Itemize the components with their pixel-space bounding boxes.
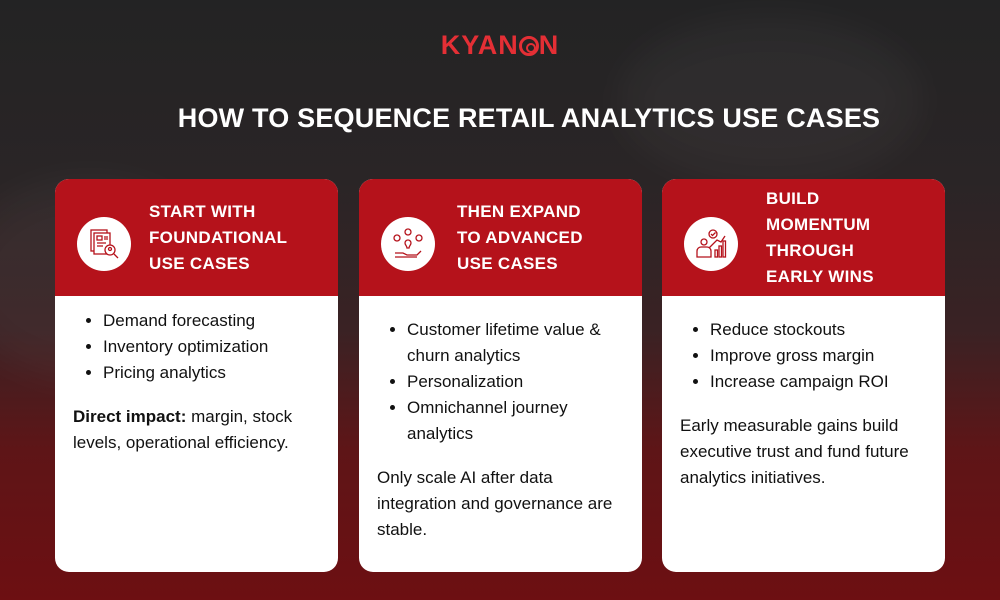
person-growth-chart-icon: [684, 217, 738, 271]
list-item: Customer lifetime value & churn analytic…: [407, 317, 624, 369]
card-foundational: START WITH FOUNDATIONAL USE CASES Demand…: [55, 179, 338, 572]
card-body: Customer lifetime value & churn analytic…: [359, 296, 642, 543]
heading-line: START WITH: [149, 202, 256, 221]
card-note: Only scale AI after data integration and…: [377, 465, 624, 543]
card-advanced: THEN EXPAND TO ADVANCED USE CASES Custom…: [359, 179, 642, 572]
card-header: START WITH FOUNDATIONAL USE CASES: [55, 179, 338, 296]
target-icon: [518, 36, 539, 56]
card-heading: START WITH FOUNDATIONAL USE CASES: [149, 199, 287, 277]
card-header: THEN EXPAND TO ADVANCED USE CASES: [359, 179, 642, 296]
bullet-list: Demand forecasting Inventory optimizatio…: [73, 308, 320, 386]
list-item: Inventory optimization: [103, 334, 320, 360]
background-cloud: [620, 20, 920, 180]
document-search-icon: [77, 217, 131, 271]
list-item: Omnichannel journey analytics: [407, 395, 624, 447]
list-item: Reduce stockouts: [710, 317, 927, 343]
list-item: Pricing analytics: [103, 360, 320, 386]
heading-line: EARLY WINS: [766, 267, 874, 286]
heading-line: FOUNDATIONAL: [149, 228, 288, 247]
heading-line: THEN EXPAND: [457, 202, 581, 221]
heading-line: USE CASES: [457, 254, 558, 273]
heading-line: MOMENTUM: [766, 215, 871, 234]
heading-line: BUILD: [766, 189, 820, 208]
note-text: Early measurable gains build executive t…: [680, 416, 909, 487]
bullet-list: Customer lifetime value & churn analytic…: [377, 317, 624, 447]
note-text: Only scale AI after data integration and…: [377, 468, 613, 539]
card-early-wins: BUILD MOMENTUM THROUGH EARLY WINS Reduce…: [662, 179, 945, 572]
heading-line: TO ADVANCED: [457, 228, 583, 247]
list-item: Personalization: [407, 369, 624, 395]
card-body: Demand forecasting Inventory optimizatio…: [55, 296, 338, 456]
heading-line: USE CASES: [149, 254, 250, 273]
note-text: margin, stock levels, operational effici…: [73, 407, 293, 452]
list-item: Improve gross margin: [710, 343, 927, 369]
logo-text-end: N: [538, 30, 560, 60]
heading-line: THROUGH: [766, 241, 855, 260]
card-body: Reduce stockouts Improve gross margin In…: [662, 296, 945, 491]
card-heading: THEN EXPAND TO ADVANCED USE CASES: [457, 199, 583, 277]
list-item: Increase campaign ROI: [710, 369, 927, 395]
note-bold: Direct impact:: [73, 407, 187, 426]
logo-text: KYAN: [440, 30, 519, 60]
list-item: Demand forecasting: [103, 308, 320, 334]
card-note: Early measurable gains build executive t…: [680, 413, 927, 491]
card-header: BUILD MOMENTUM THROUGH EARLY WINS: [662, 179, 945, 296]
card-note: Direct impact: margin, stock levels, ope…: [73, 404, 320, 456]
idea-gears-hand-icon: [381, 217, 435, 271]
bullet-list: Reduce stockouts Improve gross margin In…: [680, 317, 927, 395]
page-title: HOW TO SEQUENCE RETAIL ANALYTICS USE CAS…: [177, 103, 881, 133]
card-heading: BUILD MOMENTUM THROUGH EARLY WINS: [766, 186, 874, 290]
kyanon-logo: KYAN N: [0, 30, 1000, 61]
